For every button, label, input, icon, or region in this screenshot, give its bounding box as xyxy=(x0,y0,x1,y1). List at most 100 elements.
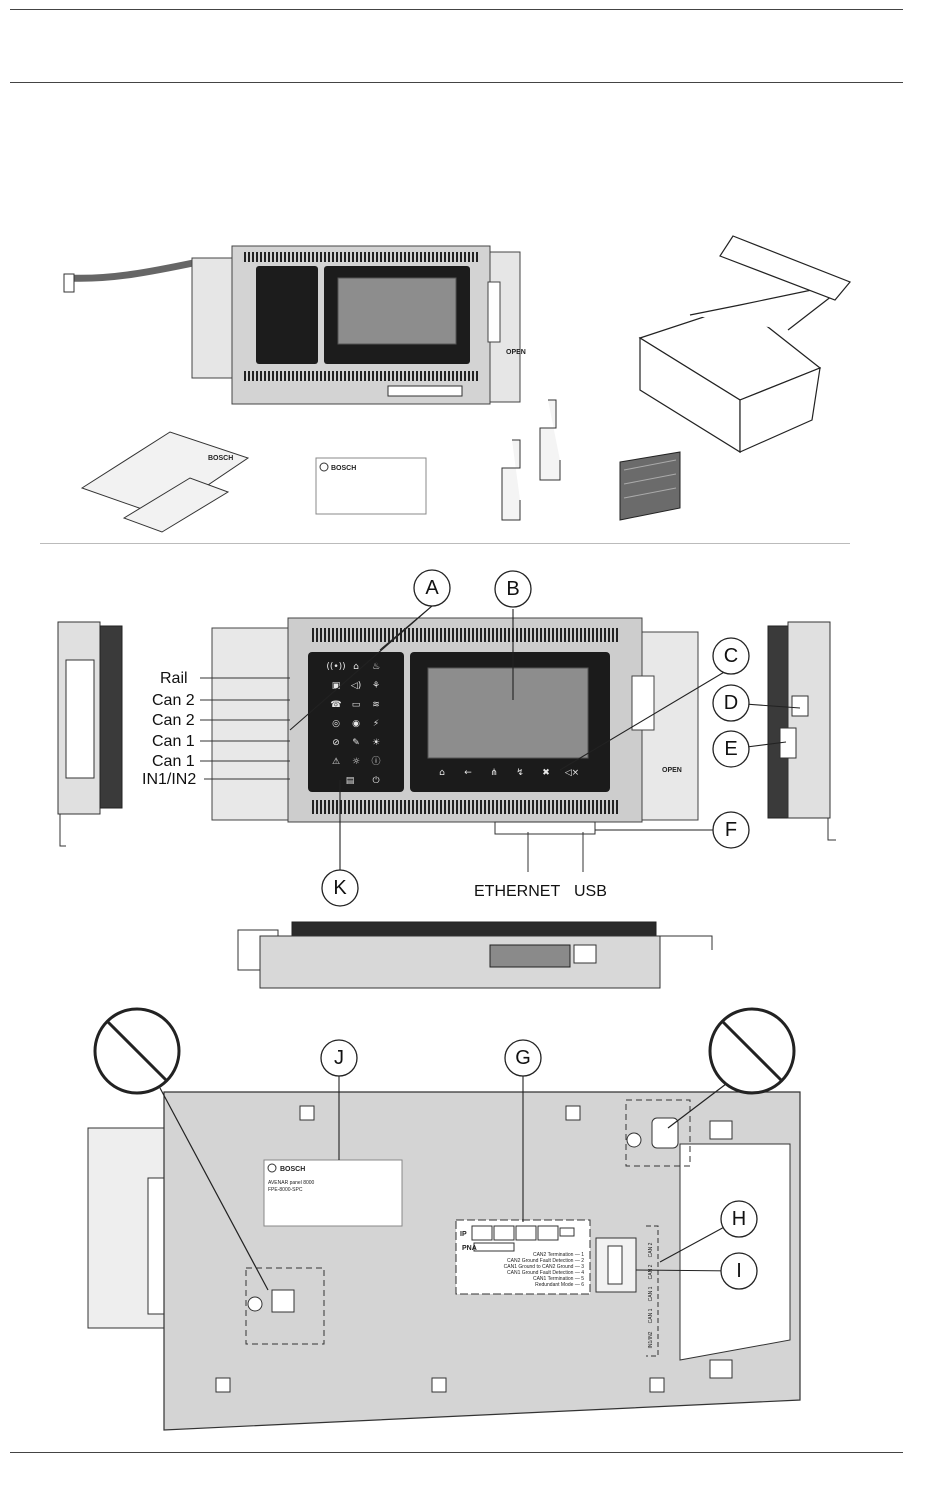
label-can2-b: Can 2 xyxy=(152,712,195,729)
dip-line-6: Redundant Mode — 6 xyxy=(535,1282,584,1288)
svg-text:⏻: ⏻ xyxy=(372,775,379,786)
led-indicators: ((•))⌂♨ ▣◁)⚘ ☎▭≋ ◎◉⚡ ⊘✎☀ ⚠☼ⓘ ▤⏻ xyxy=(326,662,380,786)
dip-line-3: CAN1 Ground to CAN2 Ground — 3 xyxy=(504,1264,585,1270)
header-rule xyxy=(10,82,903,83)
callout-h: H xyxy=(720,1200,758,1238)
callout-f: F xyxy=(712,811,750,849)
left-terminal-labels: Rail Can 2 Can 2 Can 1 Can 1 IN1/IN2 xyxy=(142,670,290,788)
svg-text:C: C xyxy=(724,645,738,667)
rear-label-brand: BOSCH xyxy=(280,1166,305,1173)
dip-switch-label xyxy=(455,1219,591,1295)
svg-text:⊘: ⊘ xyxy=(332,738,340,748)
rear-terminal-strip: CAN 2 CAN 2 CAN 1 CAN 1 IN1/IN2 xyxy=(646,1225,659,1357)
label-can1-b: Can 1 xyxy=(152,753,195,770)
rear-can1-a: CAN 1 xyxy=(648,1286,654,1301)
svg-text:✎: ✎ xyxy=(352,738,360,748)
svg-text:☎: ☎ xyxy=(330,700,341,710)
display-softkeys: ⌂ ← ⋔ ↯ ✖ ◁× xyxy=(439,768,579,778)
svg-text:⚡: ⚡ xyxy=(373,719,379,729)
svg-text:⚘: ⚘ xyxy=(372,681,380,691)
delivery-box xyxy=(638,235,851,454)
svg-text:≋: ≋ xyxy=(372,700,380,710)
svg-text:▣: ▣ xyxy=(332,681,341,691)
label-can1-a: Can 1 xyxy=(152,733,195,750)
bottom-view-panel xyxy=(237,921,713,989)
ethernet-label: ETHERNET xyxy=(474,883,560,900)
callout-e: E xyxy=(712,730,750,768)
svg-text:B: B xyxy=(506,578,519,600)
rear-in1-in2: IN1/IN2 xyxy=(648,1331,654,1348)
svg-text:◁): ◁) xyxy=(351,681,361,691)
usb-label: USB xyxy=(574,883,607,900)
bottom-rule xyxy=(10,1452,903,1453)
svg-text:▤: ▤ xyxy=(346,776,355,786)
port-leaders xyxy=(527,832,584,872)
svg-text:H: H xyxy=(732,1208,746,1230)
dip-pna-label: PNA xyxy=(462,1245,477,1252)
svg-text:J: J xyxy=(334,1047,344,1069)
svg-text:ⓘ: ⓘ xyxy=(371,756,380,767)
rear-can1-b: CAN 1 xyxy=(648,1308,654,1323)
dip-line-5: CAN1 Termination — 5 xyxy=(533,1276,584,1282)
svg-text:◉: ◉ xyxy=(352,719,360,729)
label-rail: Rail xyxy=(160,670,188,687)
manual-brand: BOSCH xyxy=(208,455,233,462)
delivery-label-sticker xyxy=(315,457,427,515)
svg-text:◁×: ◁× xyxy=(565,768,579,778)
callout-g: G xyxy=(504,1039,542,1077)
svg-text:⌂: ⌂ xyxy=(353,662,359,672)
front-view-panel xyxy=(211,617,699,835)
no-touch-leaders xyxy=(159,1083,727,1291)
side-view-left xyxy=(57,621,123,847)
callout-b: B xyxy=(494,570,532,608)
callout-circles: A B C D E F G H I J K xyxy=(320,569,758,1290)
svg-text:☀: ☀ xyxy=(372,738,380,748)
svg-text:☼: ☼ xyxy=(352,757,360,767)
svg-text:((•)): ((•)) xyxy=(326,662,345,672)
delivery-terminal-block xyxy=(619,451,681,521)
dip-ip-label: IP xyxy=(460,1231,467,1238)
sticker-brand: BOSCH xyxy=(331,465,356,472)
callout-k: K xyxy=(321,869,359,907)
dip-line-2: CAN2 Ground Fault Detection — 2 xyxy=(507,1258,584,1264)
svg-text:K: K xyxy=(333,877,347,899)
svg-text:G: G xyxy=(515,1047,531,1069)
svg-text:⋔: ⋔ xyxy=(490,768,498,778)
svg-text:◎: ◎ xyxy=(332,719,340,729)
top-rule xyxy=(10,9,903,10)
svg-text:✖: ✖ xyxy=(542,768,550,778)
dip-line-1: CAN2 Termination — 1 xyxy=(533,1252,584,1258)
callout-a: A xyxy=(413,569,451,607)
svg-text:↯: ↯ xyxy=(516,768,524,778)
svg-text:⚠: ⚠ xyxy=(332,757,340,767)
label-in1-in2: IN1/IN2 xyxy=(142,771,196,788)
callout-i: I xyxy=(720,1252,758,1290)
rear-view-plate xyxy=(87,1091,801,1431)
svg-text:A: A xyxy=(425,577,439,599)
svg-text:←: ← xyxy=(464,768,472,778)
svg-text:⌂: ⌂ xyxy=(439,768,445,778)
rear-label-model: FPE-8000-SPC xyxy=(268,1187,303,1193)
dip-line-4: CAN1 Ground Fault Detection — 4 xyxy=(507,1270,584,1276)
rear-product-label xyxy=(263,1159,403,1227)
dip-switch-functions: CAN2 Termination — 1 CAN2 Ground Fault D… xyxy=(504,1252,585,1288)
side-view-right xyxy=(767,621,836,841)
section-divider xyxy=(40,543,850,544)
callout-d: D xyxy=(712,684,750,722)
svg-text:F: F xyxy=(725,819,737,841)
delivery-manuals xyxy=(80,431,250,533)
no-touch-icons xyxy=(93,1007,796,1095)
delivery-panel-front xyxy=(63,245,521,405)
svg-text:I: I xyxy=(736,1260,742,1282)
rear-label-title: AVENAR panel 8000 xyxy=(268,1180,315,1186)
rear-can2-a: CAN 2 xyxy=(648,1242,654,1257)
open-label-small: OPEN xyxy=(506,349,526,356)
callout-c: C xyxy=(712,637,750,675)
svg-text:▭: ▭ xyxy=(352,700,361,710)
callout-j: J xyxy=(320,1039,358,1077)
svg-text:E: E xyxy=(724,738,737,760)
open-label: OPEN xyxy=(662,767,682,774)
label-can2-a: Can 2 xyxy=(152,692,195,709)
svg-text:D: D xyxy=(724,692,738,714)
